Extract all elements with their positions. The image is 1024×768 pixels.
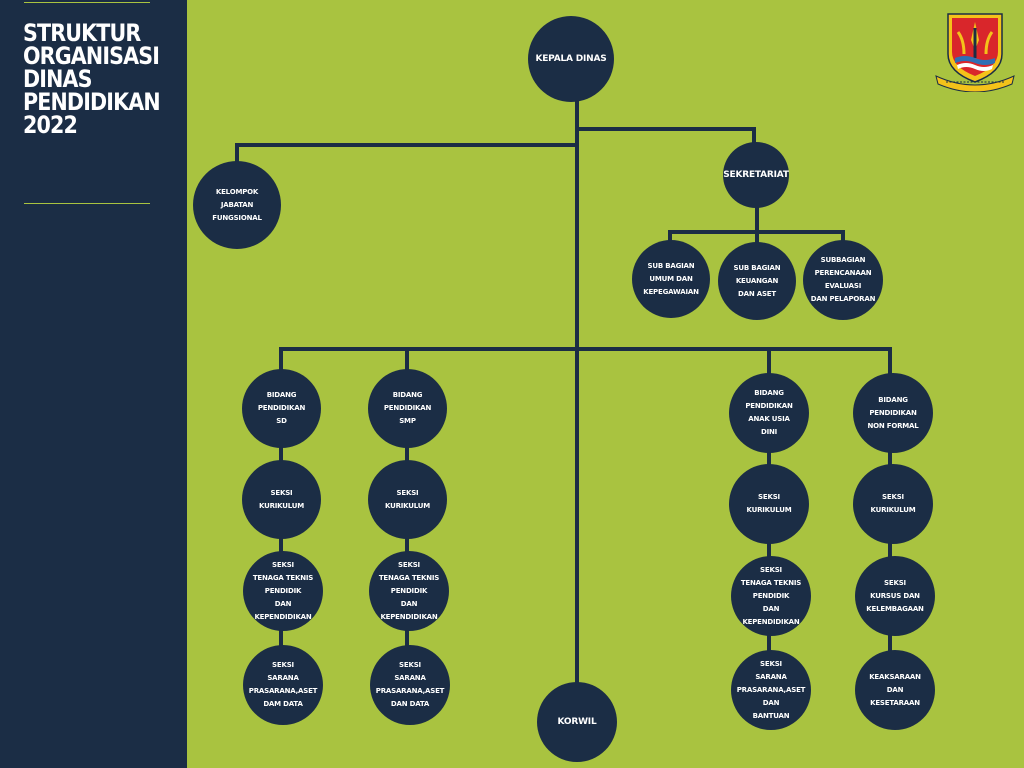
sidebar-top-rule	[24, 2, 150, 3]
node-smp-kurikulum-label: SEKSI KURIKULUM	[384, 488, 431, 510]
sidebar-bottom-rule	[24, 203, 150, 204]
title-line-5: 2022	[23, 111, 78, 139]
node-smp-tenaga-label: SEKSI TENAGA TEKNIS PENDIDIK DAN KEPENDI…	[378, 560, 440, 621]
node-paud-tenaga[interactable]: SEKSI TENAGA TEKNIS PENDIDIK DAN KEPENDI…	[731, 556, 811, 636]
node-paud-kurikulum[interactable]: SEKSI KURIKULUM	[729, 464, 809, 544]
node-paud-kurikulum-label: SEKSI KURIKULUM	[746, 493, 792, 514]
node-korwil[interactable]: KORWIL	[537, 682, 617, 762]
node-sd-kurikulum-label: SEKSI KURIKULUM	[258, 488, 305, 510]
node-sd-sarana[interactable]: SEKSI SARANA PRASARANA,ASET DAM DATA	[243, 645, 323, 725]
node-kepala-dinas[interactable]: KEPALA DINAS	[528, 16, 614, 102]
node-sekretariat-label: SEKRETARIAT	[723, 170, 789, 180]
node-bidang-paud[interactable]: BIDANG PENDIDIKAN ANAK USIA DINI	[729, 373, 809, 453]
title-line-4: PENDIDIKAN	[23, 88, 161, 116]
node-nf-kursus-label: SEKSI KURSUS DAN KELEMBAGAAN	[866, 578, 924, 613]
node-sub-perencanaan-label: SUBBAGIAN PERENCANAAN EVALUASI DAN PELAP…	[810, 256, 876, 303]
node-bidang-smp[interactable]: BIDANG PENDIDIKAN SMP	[368, 369, 447, 448]
node-bidang-sd-label: BIDANG PENDIDIKAN SD	[257, 391, 306, 425]
node-smp-sarana-label: SEKSI SARANA PRASARANA,ASET DAN DATA	[375, 661, 445, 708]
page-title: STRUKTUR ORGANISASI DINAS PENDIDIKAN 202…	[23, 19, 183, 139]
node-sd-tenaga-label: SEKSI TENAGA TEKNIS PENDIDIK DAN KEPENDI…	[252, 560, 314, 621]
node-nf-kurikulum-label: SEKSI KURIKULUM	[870, 493, 916, 514]
title-line-1: STRUKTUR	[23, 19, 141, 47]
node-sd-sarana-label: SEKSI SARANA PRASARANA,ASET DAM DATA	[248, 661, 318, 708]
node-sd-tenaga[interactable]: SEKSI TENAGA TEKNIS PENDIDIK DAN KEPENDI…	[243, 551, 323, 631]
node-nf-keaksaraan-label: KEAKSARAAN DAN KESETARAAN	[869, 672, 921, 707]
node-korwil-label: KORWIL	[557, 717, 597, 727]
title-line-2: ORGANISASI	[23, 42, 160, 70]
node-bidang-paud-label: BIDANG PENDIDIKAN ANAK USIA DINI	[745, 389, 793, 436]
regional-emblem-icon	[935, 13, 1015, 92]
node-paud-sarana[interactable]: SEKSI SARANA PRASARANA,ASET DAN BANTUAN	[731, 650, 811, 730]
node-sd-kurikulum[interactable]: SEKSI KURIKULUM	[242, 460, 321, 539]
node-smp-sarana[interactable]: SEKSI SARANA PRASARANA,ASET DAN DATA	[370, 645, 450, 725]
node-bidang-nonformal-label: BIDANG PENDIDIKAN NON FORMAL	[867, 395, 919, 430]
node-kelompok-jabatan[interactable]: KELOMPOK JABATAN FUNGSIONAL	[193, 161, 281, 249]
node-bidang-nonformal[interactable]: BIDANG PENDIDIKAN NON FORMAL	[853, 373, 933, 453]
node-paud-tenaga-label: SEKSI TENAGA TEKNIS PENDIDIK DAN KEPENDI…	[740, 565, 802, 626]
title-line-3: DINAS	[23, 65, 92, 93]
node-kelompok-jabatan-label: KELOMPOK JABATAN FUNGSIONAL	[212, 187, 262, 222]
node-nf-kurikulum[interactable]: SEKSI KURIKULUM	[853, 464, 933, 544]
node-nf-kursus[interactable]: SEKSI KURSUS DAN KELEMBAGAAN	[855, 556, 935, 636]
node-sub-perencanaan[interactable]: SUBBAGIAN PERENCANAAN EVALUASI DAN PELAP…	[803, 240, 883, 320]
node-sub-umum[interactable]: SUB BAGIAN UMUM DAN KEPEGAWAIAN	[632, 240, 710, 318]
sidebar: STRUKTUR ORGANISASI DINAS PENDIDIKAN 202…	[0, 0, 187, 768]
node-sub-keuangan[interactable]: SUB BAGIAN KEUANGAN DAN ASET	[718, 242, 796, 320]
node-sub-keuangan-label: SUB BAGIAN KEUANGAN DAN ASET	[733, 263, 781, 298]
node-sub-umum-label: SUB BAGIAN UMUM DAN KEPEGAWAIAN	[643, 261, 699, 296]
node-smp-kurikulum[interactable]: SEKSI KURIKULUM	[368, 460, 447, 539]
node-kepala-dinas-label: KEPALA DINAS	[535, 54, 607, 64]
node-smp-tenaga[interactable]: SEKSI TENAGA TEKNIS PENDIDIK DAN KEPENDI…	[369, 551, 449, 631]
node-paud-sarana-label: SEKSI SARANA PRASARANA,ASET DAN BANTUAN	[736, 659, 806, 720]
node-bidang-sd[interactable]: BIDANG PENDIDIKAN SD	[242, 369, 321, 448]
node-nf-keaksaraan[interactable]: KEAKSARAAN DAN KESETARAAN	[855, 650, 935, 730]
node-bidang-smp-label: BIDANG PENDIDIKAN SMP	[383, 391, 432, 425]
node-sekretariat[interactable]: SEKRETARIAT	[723, 142, 789, 208]
